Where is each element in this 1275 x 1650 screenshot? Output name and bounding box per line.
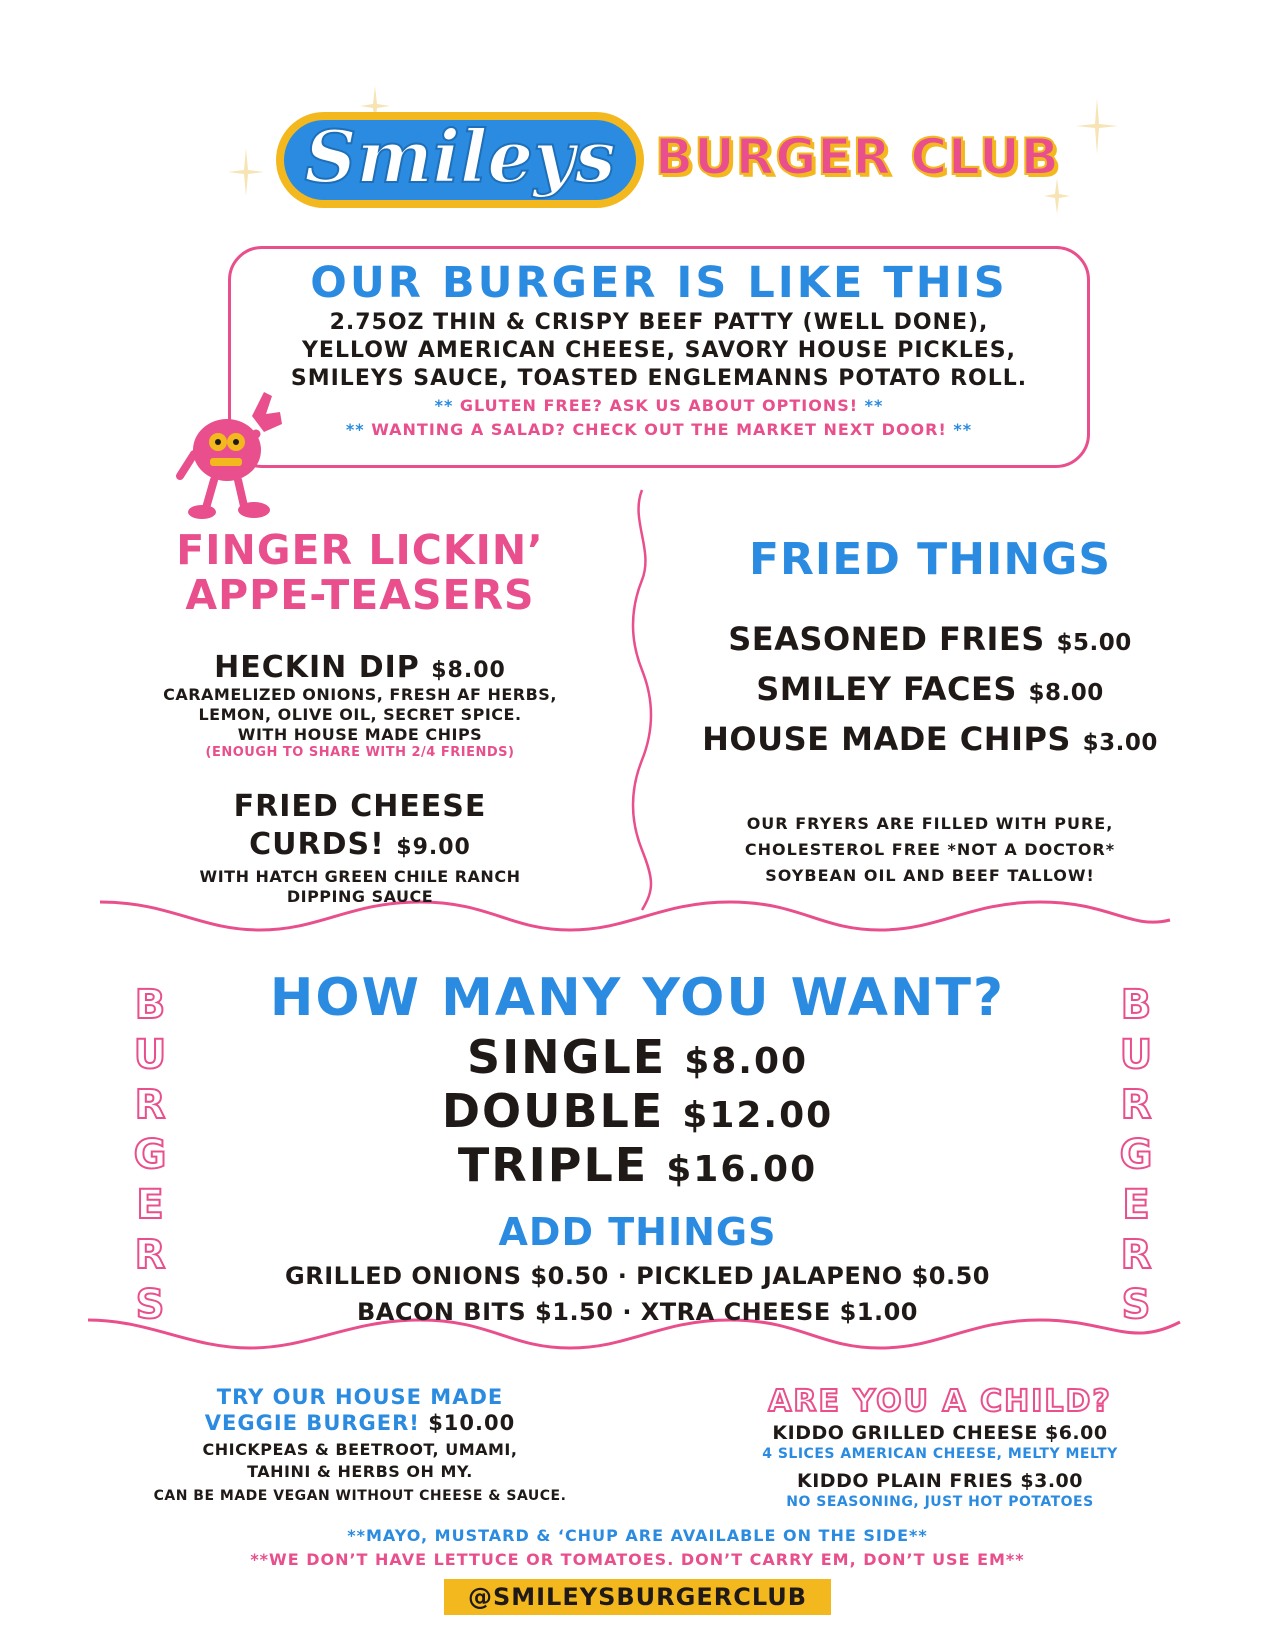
intro-box	[228, 246, 1090, 468]
menu-item-heckin-dip: HECKIN DIP $8.00 CARAMELIZED ONIONS, FRE…	[100, 650, 620, 760]
add-ons-line: BACON BITS $1.50 · XTRA CHEESE $1.00	[356, 1298, 919, 1326]
veggie-desc: TAHINI & HERBS OH MY.	[247, 1462, 473, 1481]
sparkle-icon	[360, 86, 390, 126]
appetizers-title-line: FINGER LICKIN’	[176, 526, 544, 574]
kids-title: ARE YOU A CHILD?	[767, 1383, 1112, 1420]
burger-size-single: SINGLE $8.00	[120, 1030, 1155, 1084]
menu-item-smiley-faces: SMILEY FACES $8.00	[660, 670, 1200, 708]
item-price: $8.00	[1028, 680, 1104, 706]
item-desc: DIPPING SAUCE	[286, 887, 434, 906]
condiments-note: **MAYO, MUSTARD & ‘CHUP ARE AVAILABLE ON…	[347, 1526, 928, 1545]
size-name: TRIPLE	[457, 1138, 649, 1192]
item-name: SEASONED FRIES	[728, 620, 1045, 658]
vegan-note: CAN BE MADE VEGAN WITHOUT CHEESE & SAUCE…	[153, 1488, 567, 1504]
burger-size-double: DOUBLE $12.00	[120, 1084, 1155, 1138]
no-veg-note: **WE DON’T HAVE LETTUCE OR TOMATOES. DON…	[250, 1550, 1025, 1569]
intro-line: SMILEYS SAUCE, TOASTED ENGLEMANNS POTATO…	[290, 366, 1028, 391]
item-desc: CARAMELIZED ONIONS, FRESH AF HERBS,	[163, 685, 557, 704]
item-desc: LEMON, OLIVE OIL, SECRET SPICE.	[198, 705, 522, 724]
logo-burger-club: BURGER CLUB	[654, 127, 1060, 187]
side-word-right: BURGERS	[1112, 981, 1160, 1333]
item-price: $5.00	[1056, 630, 1132, 656]
item-price: $8.00	[431, 658, 506, 683]
kids-item-note: 4 SLICES AMERICAN CHEESE, MELTY MELTY	[762, 1446, 1118, 1462]
sparkle-icon	[228, 148, 264, 196]
veggie-desc: CHICKPEAS & BEETROOT, UMAMI,	[202, 1440, 518, 1459]
kids-item-note: NO SEASONING, JUST HOT POTATOES	[786, 1494, 1094, 1510]
kids-item: KIDDO PLAIN FRIES $3.00	[797, 1470, 1083, 1492]
item-name: HOUSE MADE CHIPS	[702, 720, 1071, 758]
salad-note: ** WANTING A SALAD? CHECK OUT THE MARKET…	[345, 420, 973, 439]
burger-count-title: HOW MANY YOU WANT?	[269, 968, 1006, 1028]
veggie-head: VEGGIE BURGER! $10.00	[100, 1410, 620, 1436]
side-word-left: BURGERS	[126, 981, 174, 1333]
veggie-head: TRY OUR HOUSE MADE	[216, 1385, 504, 1409]
item-price: $3.00	[1082, 730, 1158, 756]
logo-script: Smileys	[276, 112, 644, 208]
fryer-note: OUR FRYERS ARE FILLED WITH PURE,	[746, 814, 1114, 833]
social-handle[interactable]: @SMILEYSBURGERCLUB	[444, 1579, 831, 1615]
veggie-price: $10.00	[428, 1411, 516, 1435]
item-desc: WITH HOUSE MADE CHIPS	[237, 725, 483, 744]
intro-line: 2.75OZ THIN & CRISPY BEEF PATTY (WELL DO…	[329, 310, 989, 335]
fryer-note: SOYBEAN OIL AND BEEF TALLOW!	[765, 866, 1095, 885]
appetizers-title-line: APPE-TEASERS	[185, 571, 535, 619]
menu-item-seasoned-fries: SEASONED FRIES $5.00	[660, 620, 1200, 658]
fryer-note: CHOLESTEROL FREE *NOT A DOCTOR*	[744, 840, 1116, 859]
add-ons-line: GRILLED ONIONS $0.50 · PICKLED JALAPENO …	[285, 1262, 990, 1290]
fried-title: FRIED THINGS	[748, 534, 1112, 585]
size-price: $8.00	[684, 1041, 809, 1082]
item-desc: WITH HATCH GREEN CHILE RANCH	[199, 867, 521, 886]
item-name: HECKIN DIP	[214, 650, 420, 685]
sparkle-icon	[1044, 178, 1070, 214]
intro-line: YELLOW AMERICAN CHEESE, SAVORY HOUSE PIC…	[302, 338, 1016, 363]
burger-mascot-icon	[176, 392, 282, 519]
sparkle-icon	[1076, 98, 1118, 154]
gluten-note: ** GLUTEN FREE? ASK US ABOUT OPTIONS! **	[434, 396, 884, 415]
menu-item-house-chips: HOUSE MADE CHIPS $3.00	[660, 720, 1200, 758]
size-price: $12.00	[682, 1095, 834, 1136]
veggie-name: VEGGIE BURGER!	[204, 1411, 420, 1435]
size-price: $16.00	[666, 1149, 818, 1190]
svg-text:Smileys: Smileys	[304, 114, 615, 199]
intro-title: OUR BURGER IS LIKE THIS	[310, 258, 1008, 308]
item-name: CURDS!	[249, 827, 385, 862]
add-things-title: ADD THINGS	[498, 1210, 777, 1254]
menu-item-cheese-curds: FRIED CHEESE CURDS! $9.00 WITH HATCH GRE…	[100, 788, 620, 907]
item-name: SMILEY FACES	[756, 670, 1017, 708]
kids-item: KIDDO GRILLED CHEESE $6.00	[772, 1422, 1108, 1444]
appetizers-title: FINGER LICKIN’ APPE-TEASERS	[100, 528, 620, 618]
size-name: SINGLE	[466, 1030, 667, 1084]
item-note: (ENOUGH TO SHARE WITH 2/4 FRIENDS)	[205, 745, 515, 760]
item-name: FRIED CHEESE	[233, 789, 487, 824]
size-name: DOUBLE	[441, 1084, 665, 1138]
burger-size-triple: TRIPLE $16.00	[120, 1138, 1155, 1192]
item-price: $9.00	[396, 835, 471, 860]
